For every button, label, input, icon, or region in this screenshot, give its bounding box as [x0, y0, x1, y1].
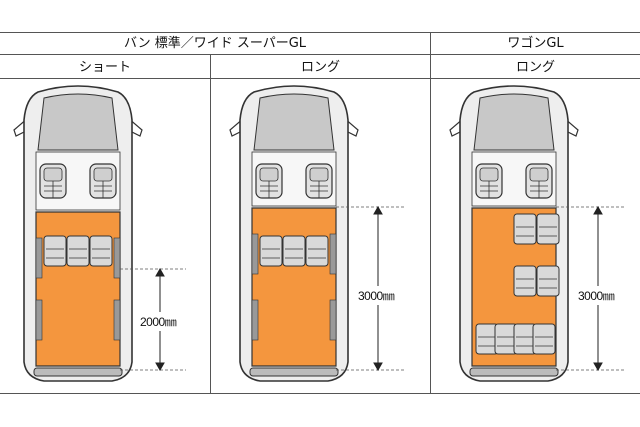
- vehicle-long-wagon: [449, 85, 579, 382]
- dimension-label-short: 2000㎜: [140, 312, 177, 331]
- dimension-arrows: [155, 205, 603, 372]
- cargo-area-short: [35, 211, 121, 367]
- column-header-long-van: ロング: [300, 60, 340, 75]
- van-group-header: バン 標準／ワイド スーパーGL: [123, 36, 307, 51]
- vehicle-short: [13, 85, 143, 382]
- column-header-short: ショート: [78, 60, 131, 75]
- dimension-guides: [120, 206, 624, 371]
- vehicle-long-van: [229, 85, 359, 382]
- column-header-long-wagon: ロング: [515, 60, 555, 75]
- dimension-label-long-van: 3000㎜: [358, 286, 395, 305]
- wagon-group-header: ワゴンGL: [507, 36, 564, 51]
- cargo-area-long-van: [251, 207, 337, 367]
- dimension-label-long-wagon: 3000㎜: [578, 286, 615, 305]
